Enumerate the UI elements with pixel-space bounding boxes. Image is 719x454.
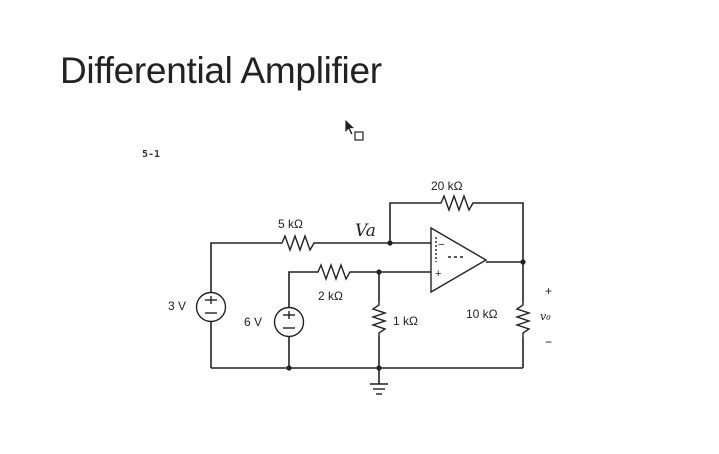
wire-feedback xyxy=(389,202,437,243)
label-3v: 3 V xyxy=(168,299,186,313)
resistor-5k xyxy=(278,233,318,253)
opamp-noninverting-sign: + xyxy=(435,268,441,280)
label-20k: 20 kΩ xyxy=(431,179,463,193)
opamp-inverting-sign: − xyxy=(438,239,444,251)
voltage-source-3v xyxy=(195,291,227,323)
label-2k: 2 kΩ xyxy=(318,289,343,303)
wires xyxy=(210,202,524,384)
junction-bottom-6v xyxy=(286,365,292,371)
label-1k: 1 kΩ xyxy=(393,314,418,328)
label-10k: 10 kΩ xyxy=(466,307,498,321)
wire-left-top xyxy=(210,242,278,292)
junctions xyxy=(286,240,526,371)
resistor-10k-load xyxy=(514,302,532,338)
label-6v: 6 V xyxy=(244,315,262,329)
op-amp xyxy=(430,226,488,294)
ground-symbol xyxy=(370,383,388,395)
slide-title: Differential Amplifier xyxy=(60,50,382,91)
label-node-va: Va xyxy=(355,221,376,241)
figure-number: 5-1 xyxy=(142,149,161,160)
label-output-minus: − xyxy=(545,335,552,349)
voltage-source-6v xyxy=(273,306,305,338)
mouse-cursor-icon xyxy=(344,118,364,141)
resistor-1k xyxy=(370,302,388,336)
junction-node-b xyxy=(376,269,382,275)
resistor-20k xyxy=(437,193,481,213)
wire-6v-to-2k xyxy=(288,271,314,308)
label-5k: 5 kΩ xyxy=(278,217,303,231)
label-output-vo: v₀ xyxy=(540,310,551,323)
label-output-plus: + xyxy=(545,284,552,298)
wire-feedback-right xyxy=(481,202,524,262)
resistor-2k xyxy=(314,262,354,282)
junction-bottom-1k xyxy=(376,365,382,371)
junction-node-a xyxy=(387,240,393,246)
junction-output xyxy=(520,259,526,265)
